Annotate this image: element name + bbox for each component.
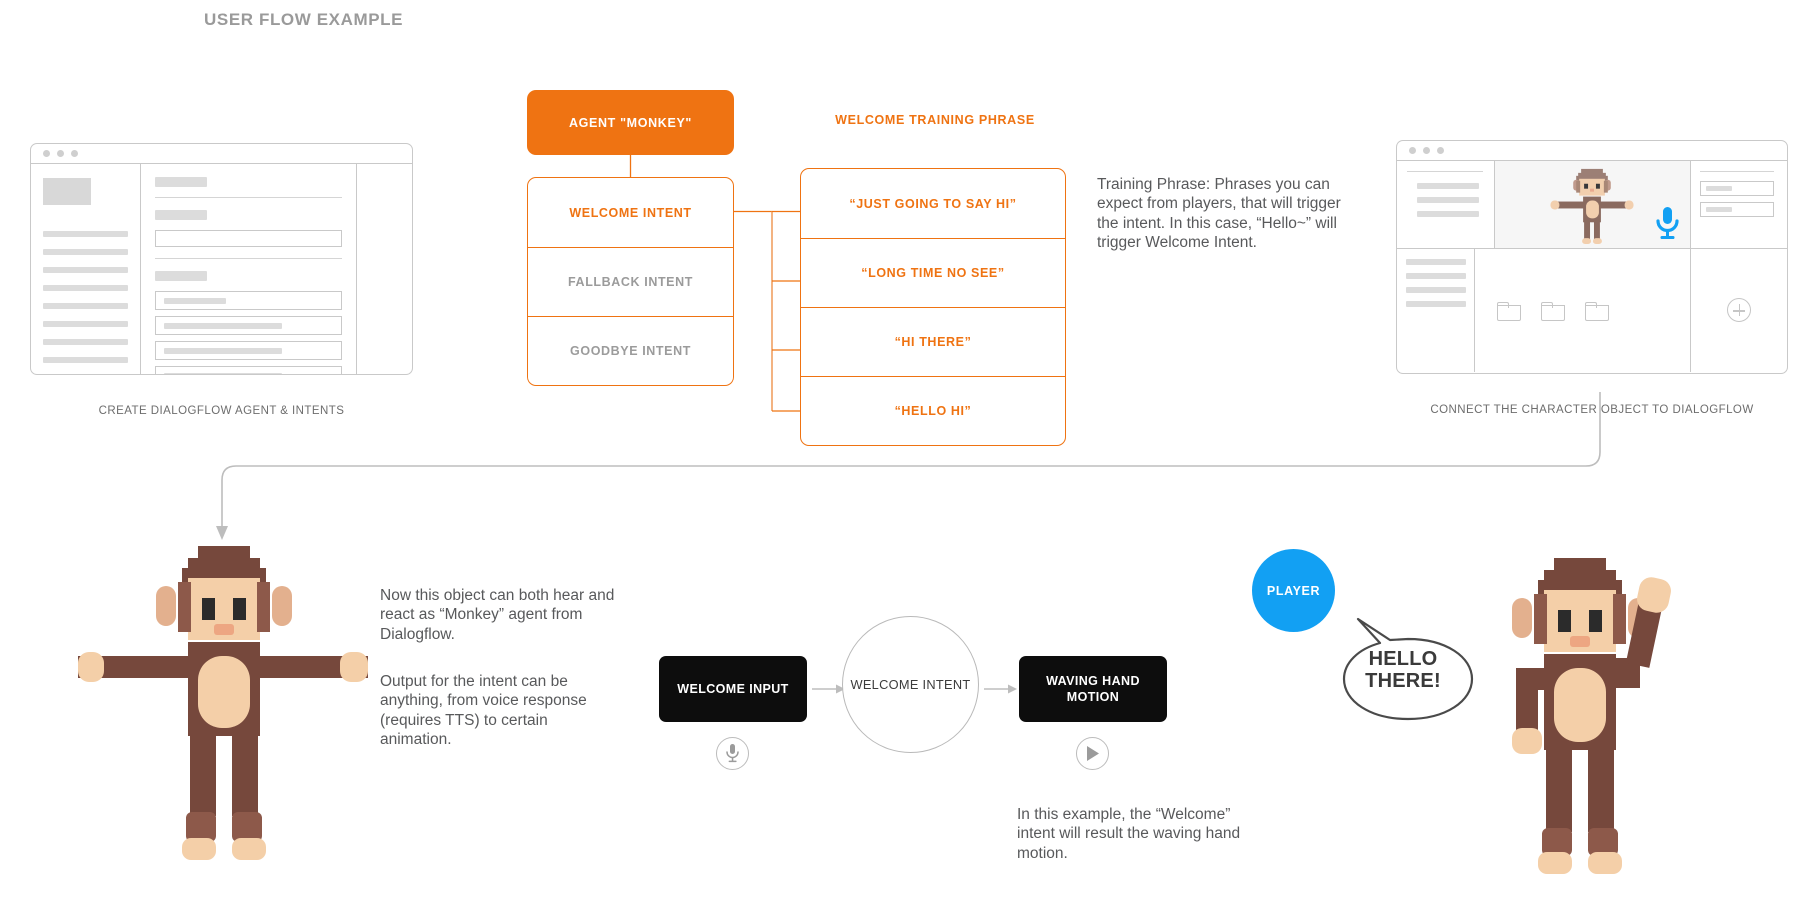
welcome-intent-circle[interactable]: WELCOME INTENT (842, 616, 979, 753)
mockup-input-field (155, 230, 342, 248)
training-phrase-row[interactable]: “JUST GOING TO SAY HI” (849, 196, 1017, 211)
speech-line-1: HELLO (1368, 648, 1438, 670)
folder-icon (1497, 301, 1521, 321)
training-phrase-list: “JUST GOING TO SAY HI” “LONG TIME NO SEE… (800, 168, 1066, 446)
player-badge: PLAYER (1252, 549, 1335, 632)
folder-icon (1585, 301, 1609, 321)
training-phrase-description: Training Phrase: Phrases you can expect … (1097, 176, 1341, 252)
microphone-icon (726, 744, 739, 763)
training-phrase-row[interactable]: “HELLO HI” (801, 376, 1065, 445)
mockup-tree-item (1417, 197, 1479, 204)
body-paragraph-2: Output for the intent can be anything, f… (380, 673, 587, 749)
folder-icon (1541, 301, 1565, 321)
mockup-sidebar-line (43, 321, 128, 327)
mockup-component-field (1700, 202, 1774, 218)
mockup-component-field (1700, 181, 1774, 197)
mockup-tree-item (1417, 183, 1479, 190)
microphone-badge[interactable] (716, 737, 749, 770)
window-maximize-dot (1437, 147, 1444, 154)
mockup-field-text (1706, 207, 1732, 213)
play-badge[interactable] (1076, 737, 1109, 770)
speech-bubble-text: HELLO THERE! (1338, 648, 1468, 693)
mockup-hierarchy-panel (1397, 161, 1495, 248)
waving-hand-motion-box[interactable]: WAVING HAND MOTION (1019, 656, 1167, 722)
window-minimize-dot (57, 150, 64, 157)
mockup-list-row (155, 291, 342, 311)
mockup-row-text (164, 373, 282, 374)
mockup-logo-placeholder (43, 178, 91, 205)
speech-line-2: THERE! (1365, 670, 1441, 693)
mockup-divider (155, 197, 342, 199)
unity-editor-mockup (1396, 140, 1788, 374)
page-title: USER FLOW EXAMPLE (204, 10, 404, 29)
mockup-sidebar-line (43, 357, 128, 363)
mockup-heading-placeholder (155, 210, 207, 221)
browser-titlebar (31, 144, 412, 164)
body-paragraph-1: Now this object can both hear and react … (380, 587, 615, 643)
welcome-input-box[interactable]: WELCOME INPUT (659, 656, 807, 722)
intent-row-fallback[interactable]: FALLBACK INTENT (528, 247, 733, 316)
training-phrase-row[interactable]: “HI THERE” (801, 307, 1065, 376)
mockup-list-row (155, 341, 342, 361)
example-note: In this example, the “Welcome” intent wi… (1017, 806, 1241, 862)
mockup-sidebar-line (43, 267, 128, 273)
mockup-sidebar-line (43, 285, 128, 291)
mockup-field-text (1706, 186, 1732, 192)
mockup-divider (1700, 171, 1774, 173)
training-phrase-title: WELCOME TRAINING PHRASE (835, 113, 1035, 127)
mockup-tree-item (1417, 211, 1479, 218)
monkey-character-large (78, 546, 368, 860)
mockup-project-tree (1397, 249, 1475, 372)
mockup-heading-placeholder (155, 177, 207, 187)
mockup-row-text (164, 298, 226, 305)
microphone-icon[interactable] (1653, 205, 1681, 243)
mockup-sidebar (31, 164, 141, 374)
mockup-heading-placeholder (155, 271, 207, 282)
play-icon (1087, 746, 1099, 761)
intent-row-goodbye[interactable]: GOODBYE INTENT (528, 316, 733, 385)
dialogflow-browser-mockup (30, 143, 413, 375)
mockup-sidebar-line (43, 249, 128, 255)
mockup-scene-view (1495, 161, 1691, 248)
mockup-tree-item (1406, 287, 1466, 293)
browser-titlebar (1397, 141, 1787, 161)
left-panel-caption: CREATE DIALOGFLOW AGENT & INTENTS (98, 405, 345, 417)
window-minimize-dot (1423, 147, 1430, 154)
window-maximize-dot (71, 150, 78, 157)
plus-icon[interactable] (1727, 298, 1751, 323)
training-phrase-row[interactable]: “LONG TIME NO SEE” (801, 238, 1065, 307)
mockup-sidebar-line (43, 231, 128, 237)
mockup-add-panel (1691, 249, 1787, 372)
mockup-divider (1407, 171, 1483, 173)
mockup-right-rail (357, 164, 412, 374)
mockup-tree-item (1406, 273, 1466, 279)
speech-bubble (1342, 617, 1474, 721)
monkey-character-waving (1512, 558, 1671, 874)
mockup-inspector-panel (1691, 161, 1787, 248)
monkey-character-idle (1550, 168, 1634, 245)
mockup-row-text (164, 323, 282, 330)
mockup-main-panel (141, 164, 357, 374)
mockup-list-row (155, 366, 342, 374)
mockup-project-assets (1475, 249, 1691, 372)
mockup-row-text (164, 348, 282, 355)
window-close-dot (43, 150, 50, 157)
mockup-sidebar-line (43, 303, 128, 309)
mockup-divider (155, 258, 342, 260)
right-panel-caption: CONNECT THE CHARACTER OBJECT TO DIALOGFL… (1430, 404, 1754, 416)
window-close-dot (1409, 147, 1416, 154)
agent-box[interactable]: AGENT "MONKEY" (527, 90, 734, 155)
intent-row-welcome[interactable]: WELCOME INTENT (569, 205, 692, 220)
mockup-tree-item (1406, 259, 1466, 265)
mockup-sidebar-line (43, 339, 128, 345)
mockup-list-row (155, 316, 342, 336)
mockup-tree-item (1406, 301, 1466, 307)
intent-list: WELCOME INTENT FALLBACK INTENT GOODBYE I… (527, 177, 734, 386)
